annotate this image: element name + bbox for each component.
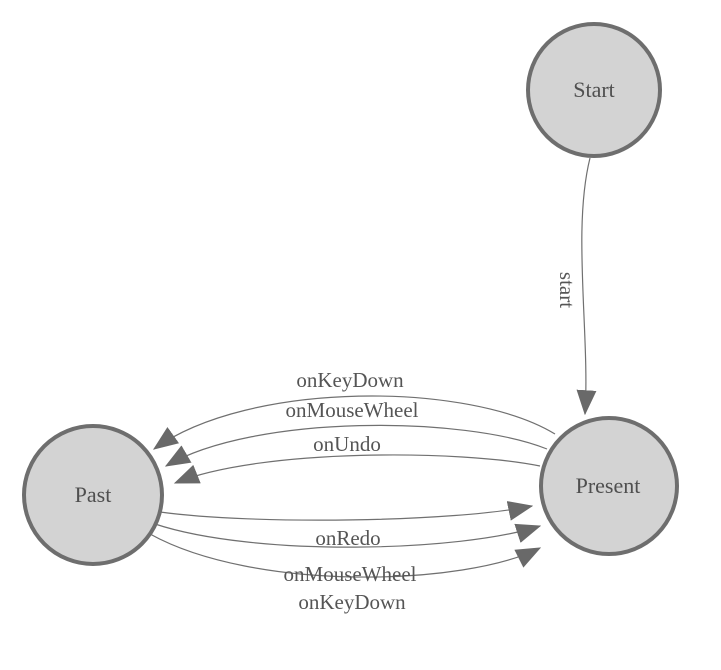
node-start[interactable]: [526, 22, 662, 158]
edge-past-to-present-onmousewheel: [154, 523, 542, 548]
edge-label-onkeydown-bottom: onKeyDown: [298, 590, 406, 614]
node-past-label: Past: [75, 482, 112, 507]
edge-label-onredo: onRedo: [315, 526, 380, 550]
edge-label-onmousewheel-top: onMouseWheel: [286, 398, 419, 422]
edge-past-to-present-onkeydown: [149, 533, 542, 578]
node-start-label: Start: [573, 77, 615, 102]
edge-present-to-past-onkeydown: [152, 395, 556, 450]
node-present-label: Present: [576, 473, 641, 498]
edge-label-start: start: [555, 272, 579, 308]
edge-present-to-past-onmousewheel: [164, 424, 548, 467]
edge-label-onkeydown-top: onKeyDown: [296, 368, 404, 392]
edge-label-onundo: onUndo: [313, 432, 381, 456]
edge-start-to-present: [576, 157, 597, 416]
node-present[interactable]: [539, 416, 679, 556]
node-past[interactable]: [22, 424, 164, 566]
edge-label-onmousewheel-bottom: onMouseWheel: [284, 562, 417, 586]
edge-present-to-past-onundo: [173, 454, 541, 484]
edge-past-to-present-onredo: [159, 501, 534, 521]
